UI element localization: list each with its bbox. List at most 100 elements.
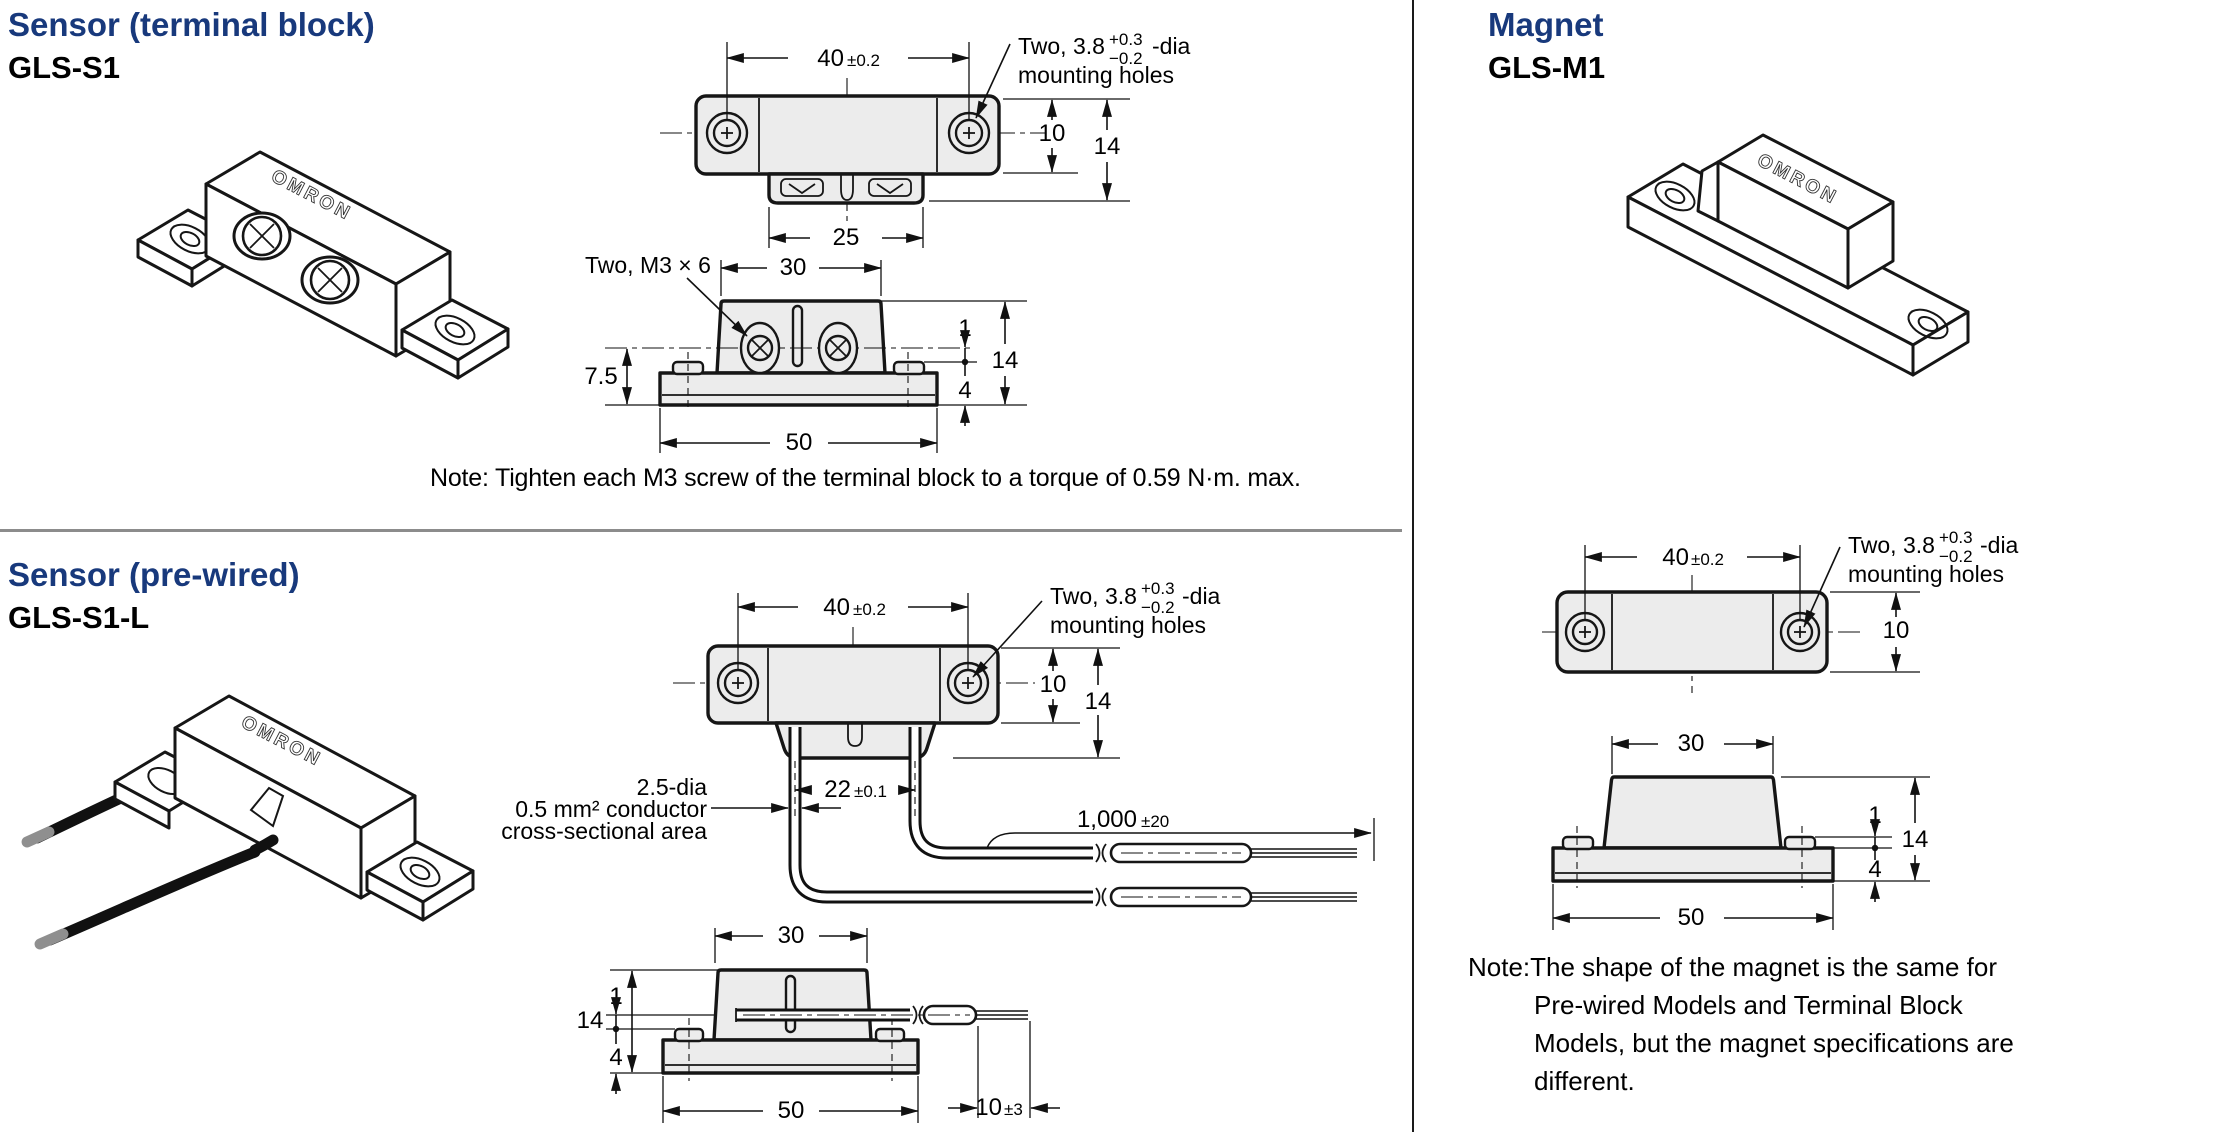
dim-1-value: 1 xyxy=(609,983,622,1010)
dimension-1000: 1,000 ±20 xyxy=(986,806,1375,861)
dim-30-value: 30 xyxy=(778,922,805,949)
dim-40-tolerance: ±0.2 xyxy=(847,51,880,70)
dimension-40: 40 ±0.2 xyxy=(726,42,970,120)
dim-40-value: 40 xyxy=(817,45,844,72)
dim-4-value: 4 xyxy=(609,1044,622,1071)
holes-tolerance-lower: −0.2 xyxy=(1109,49,1143,68)
holes-label-prefix: Two, 3.8 xyxy=(1018,33,1105,59)
terminal-section-model: GLS-S1 xyxy=(8,50,120,85)
dim-22-tolerance: ±0.1 xyxy=(854,782,887,801)
screws-label: Two, M3 × 6 xyxy=(585,252,711,278)
dim-4-value: 4 xyxy=(958,377,971,404)
dimension-14-side: 14 xyxy=(881,300,1027,405)
dim-1000-value: 1,000 xyxy=(1077,806,1137,833)
conductor-label-line3: cross-sectional area xyxy=(501,818,707,844)
dim-30-value: 30 xyxy=(1678,730,1705,757)
magnet-section-model: GLS-M1 xyxy=(1488,50,1606,85)
dim-10-value: 10 xyxy=(1040,671,1067,698)
conductor-label-line1: 2.5-dia xyxy=(637,774,708,800)
holes-tolerance-upper: +0.3 xyxy=(1109,30,1143,49)
magnet-note-label: Note: xyxy=(1468,952,1531,982)
section-divider-horizontal xyxy=(0,529,1402,532)
terminal-side-view: Two, M3 × 6 30 7.5 1 4 xyxy=(584,252,1027,456)
dimension-14: 14 xyxy=(953,648,1120,759)
terminal-section-title: Sensor (terminal block) xyxy=(8,6,375,43)
magnet-product-illustration: OMRON xyxy=(1626,133,1970,377)
holes-tolerance-lower: −0.2 xyxy=(1939,547,1973,566)
terminal-side-body xyxy=(605,299,975,412)
dimension-1-and-4: 1 4 xyxy=(1815,802,1930,902)
dimension-50: 50 xyxy=(662,1076,919,1124)
dim-40-tolerance: ±0.2 xyxy=(853,600,886,619)
leads xyxy=(788,727,1357,908)
dim-10-3-tolerance: ±3 xyxy=(1004,1100,1023,1119)
dim-14-value: 14 xyxy=(1902,826,1929,853)
prewired-side-body xyxy=(661,968,920,1081)
dim-50-value: 50 xyxy=(778,1097,805,1124)
dim-1000-tolerance: ±20 xyxy=(1141,812,1169,831)
terminal-screw-left xyxy=(739,321,781,375)
terminal-product-illustration: OMRON xyxy=(136,150,510,380)
terminal-top-body xyxy=(694,94,1001,205)
magnet-top-body xyxy=(1555,590,1829,674)
dim-50-value: 50 xyxy=(1678,904,1705,931)
dimension-14: 14 xyxy=(1781,776,1930,881)
magnet-note-text1: The shape of the magnet is the same for xyxy=(1530,952,1997,982)
dim-40-value: 40 xyxy=(823,594,850,621)
conductor-label-line2: 0.5 mm² conductor xyxy=(515,796,707,822)
dimension-22: 22 ±0.1 xyxy=(794,761,916,817)
iso-screw-1 xyxy=(232,211,292,261)
dim-40-value: 40 xyxy=(1662,544,1689,571)
screws-callout: Two, M3 × 6 xyxy=(585,252,748,337)
dim-22-value: 22 xyxy=(824,776,851,803)
dim-10-value: 10 xyxy=(1039,120,1066,147)
magnet-section-title: Magnet xyxy=(1488,6,1604,43)
dim-14-value: 14 xyxy=(1094,133,1121,160)
holes-label-line2: mounting holes xyxy=(1050,612,1206,638)
dimension-10: 10 xyxy=(1001,647,1120,724)
terminal-screw-right xyxy=(817,321,859,375)
prewired-product-illustration: OMRON xyxy=(21,694,475,950)
holes-label-line2: mounting holes xyxy=(1018,62,1174,88)
holes-label-suffix: -dia xyxy=(1182,583,1221,609)
dimension-30: 30 xyxy=(1611,730,1774,774)
holes-label-prefix: Two, 3.8 xyxy=(1050,583,1137,609)
magnet-side-view: 30 1 4 14 50 xyxy=(1551,730,1930,931)
magnet-note-line3: Models, but the magnet specifications ar… xyxy=(1534,1028,2014,1058)
dim-25-value: 25 xyxy=(833,224,860,251)
dimension-7-5: 7.5 xyxy=(584,348,660,406)
dimension-25: 25 xyxy=(768,207,924,251)
prewired-section-model: GLS-S1-L xyxy=(8,600,150,635)
magnet-side-body xyxy=(1551,775,1835,888)
mounting-hole-right xyxy=(947,111,991,155)
holes-tolerance-upper: +0.3 xyxy=(1141,579,1175,598)
holes-label-line2: mounting holes xyxy=(1848,561,2004,587)
holes-tolerance-lower: −0.2 xyxy=(1141,598,1175,617)
dimension-10: 10 xyxy=(1830,591,1920,673)
dimension-50: 50 xyxy=(1552,884,1834,931)
dimension-1-and-4: 1 4 xyxy=(924,315,1027,426)
magnet-note: Note:The shape of the magnet is the same… xyxy=(1468,948,2014,1100)
mounting-hole-left xyxy=(1564,611,1606,653)
iso-right-ear xyxy=(365,840,475,922)
dim-1-value: 1 xyxy=(958,315,971,342)
magnet-note-line1: Note:The shape of the magnet is the same… xyxy=(1468,948,2014,986)
dimension-40: 40 ±0.2 xyxy=(1584,544,1801,619)
mounting-hole-left xyxy=(705,111,749,155)
mounting-holes-callout: Two, 3.8 +0.3 −0.2 -dia mounting holes xyxy=(975,30,1191,119)
dim-14-value: 14 xyxy=(992,347,1019,374)
dim-14-value: 14 xyxy=(577,1007,604,1034)
terminal-top-view: 40 ±0.2 Two, 3.8 +0.3 −0.2 -dia mounting… xyxy=(660,30,1191,251)
dim-10-3-value: 10 xyxy=(975,1094,1002,1121)
dim-50-value: 50 xyxy=(786,429,813,456)
prewired-top-view: 40 ±0.2 Two, 3.8 +0.3 −0.2 -dia mounting… xyxy=(501,579,1375,908)
conductor-callout: 2.5-dia 0.5 mm² conductor cross-sectiona… xyxy=(501,774,841,844)
dimension-30: 30 xyxy=(720,254,882,296)
dimension-1-and-4: 1 4 xyxy=(606,983,714,1094)
dim-14-value: 14 xyxy=(1085,688,1112,715)
holes-label-suffix: -dia xyxy=(1980,532,2019,558)
magnet-note-line2: Pre-wired Models and Terminal Block xyxy=(1534,990,1963,1020)
holes-label-suffix: -dia xyxy=(1152,33,1191,59)
mounting-holes-callout: Two, 3.8 +0.3 −0.2 -dia mounting holes xyxy=(972,579,1221,678)
